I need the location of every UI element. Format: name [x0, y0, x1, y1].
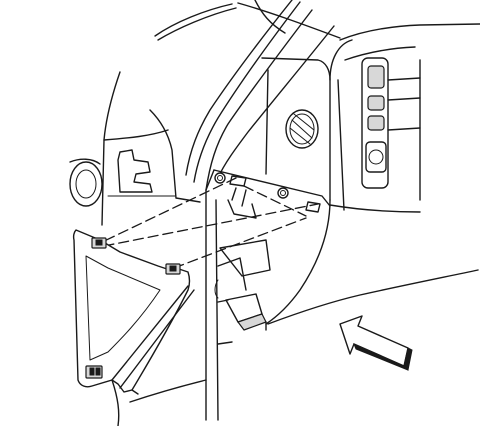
direction-arrow-icon: [339, 315, 413, 372]
alignment-guides: [97, 177, 319, 269]
round-vent-icon: [285, 109, 319, 149]
panel-clip-top-right: [165, 263, 181, 275]
body-contour-upper: [154, 0, 341, 191]
dash-opening: [205, 169, 331, 421]
lower-dash-edge: [265, 199, 479, 325]
left-pillar: [101, 71, 201, 226]
floor-lines: [111, 341, 233, 426]
panel-clip-bottom: [85, 365, 103, 379]
panel-clip-top-left: [91, 237, 107, 249]
right-wall-panel: [261, 39, 353, 201]
lower-trim-panel: [72, 229, 195, 395]
instrument-panel-cluster: [329, 23, 480, 213]
left-grommet: [69, 158, 103, 207]
